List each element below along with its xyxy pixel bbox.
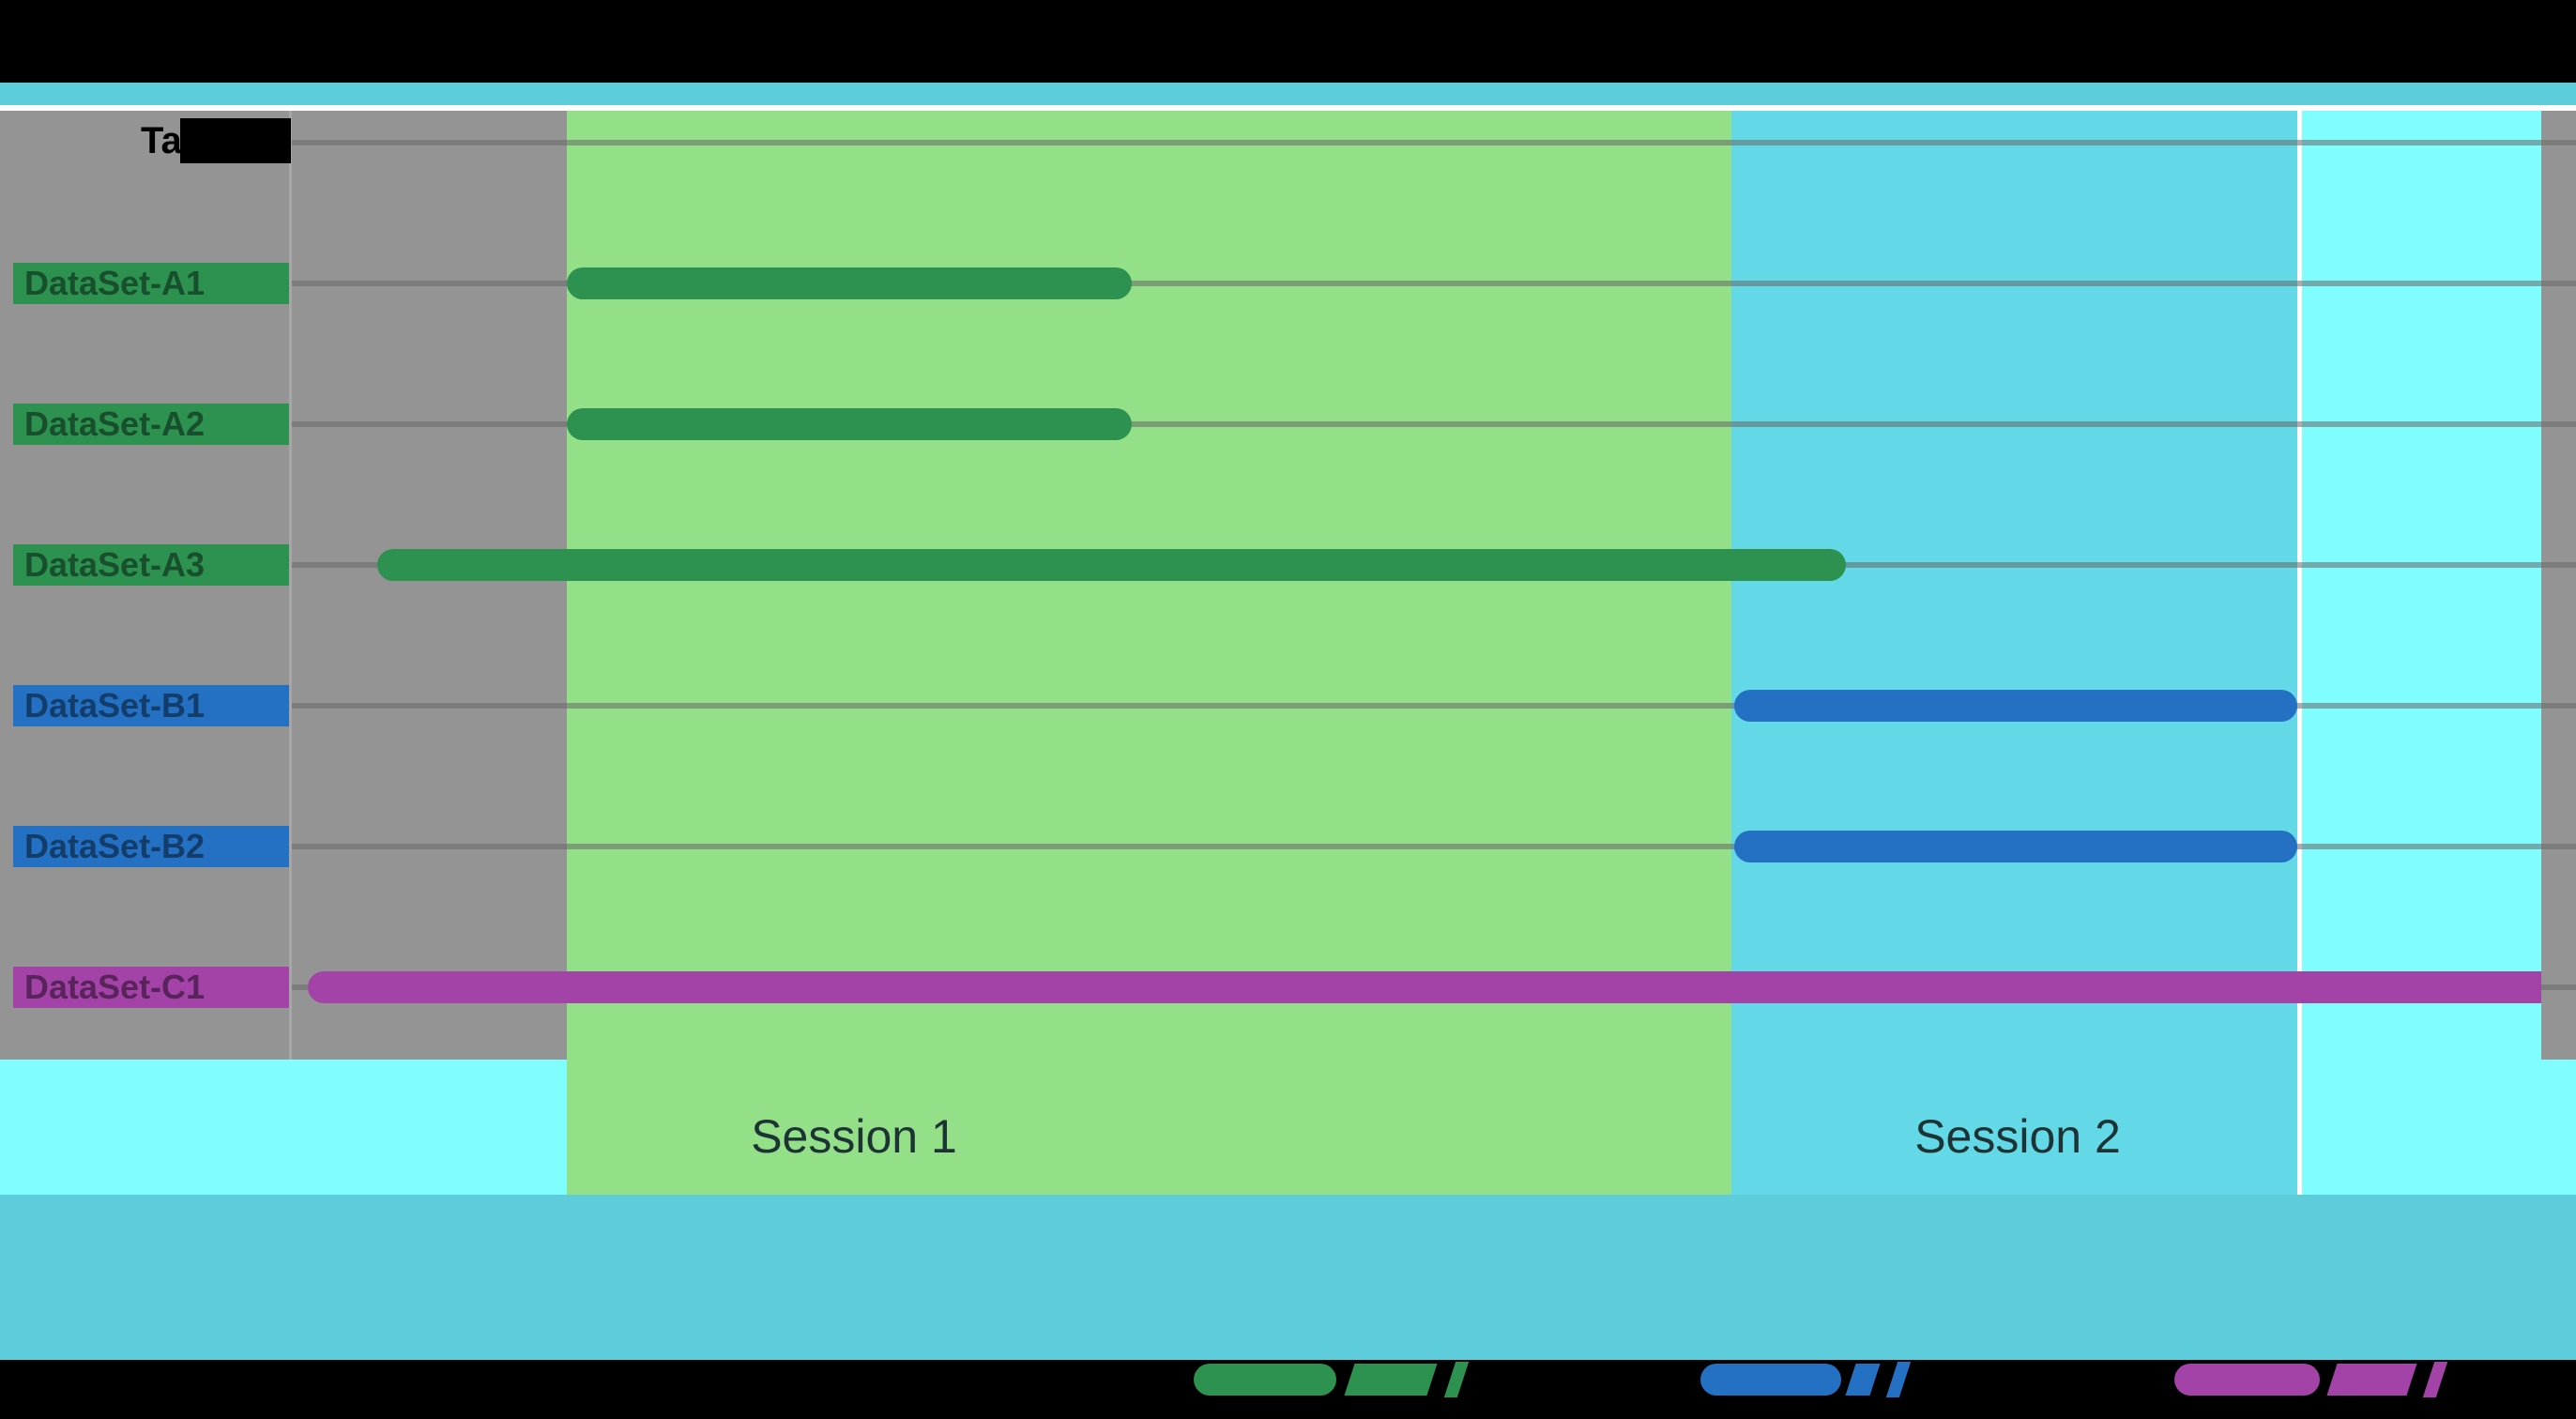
row-label-dataset-a1: DataSet-A1: [13, 263, 289, 304]
label-column-divider: [289, 111, 292, 1060]
bottom-right-cyan-strip: [2541, 1060, 2576, 1195]
legend-marker-series-b: [1700, 1364, 1841, 1396]
gridline-header-row: [292, 140, 2576, 145]
task-bar-dataset-b2: [1734, 831, 2297, 862]
session2-label: Session 2: [1914, 1110, 2121, 1163]
task-bar-dataset-a3: [377, 549, 1846, 581]
session2-right-white-gap: [2297, 111, 2302, 1195]
task-bar-dataset-a1: [567, 267, 1132, 299]
row-label-dataset-c1: DataSet-C1: [13, 967, 289, 1008]
legend-slash-series-c: [2422, 1362, 2448, 1397]
row-label-dataset-a2: DataSet-A2: [13, 404, 289, 445]
gridline-row-1: [292, 281, 2576, 286]
row-label-dataset-b2: DataSet-B2: [13, 826, 289, 867]
bottom-left-cyan-strip: [0, 1060, 567, 1195]
task-bar-dataset-a2: [567, 408, 1132, 440]
session2-region: [1731, 111, 2297, 1195]
gridline-row-2: [292, 421, 2576, 427]
top-white-separator: [0, 105, 2576, 111]
header-redaction-box: [180, 118, 291, 163]
top-teal-band: [0, 83, 2576, 105]
legend-slash-series-a: [1443, 1362, 1470, 1397]
gridline-row-4: [292, 703, 2576, 709]
right-gray-column: [2541, 111, 2576, 1060]
legend-tail-series-c: [2326, 1364, 2417, 1396]
session1-label: Session 1: [751, 1110, 957, 1163]
task-bar-dataset-c1: [308, 971, 2541, 1003]
bottom-teal-band: [0, 1195, 2576, 1360]
legend-tail-series-a: [1344, 1364, 1438, 1396]
task-bar-dataset-b1: [1734, 690, 2297, 722]
legend-slash-series-b: [1885, 1362, 1912, 1397]
gridline-row-5: [292, 844, 2576, 849]
legend-marker-series-c: [2174, 1364, 2320, 1396]
legend-tail-series-b: [1845, 1364, 1881, 1396]
row-label-dataset-a3: DataSet-A3: [13, 544, 289, 586]
row-label-dataset-b1: DataSet-B1: [13, 685, 289, 726]
legend-marker-series-a: [1194, 1364, 1336, 1396]
post-session-region: [2302, 111, 2541, 1195]
